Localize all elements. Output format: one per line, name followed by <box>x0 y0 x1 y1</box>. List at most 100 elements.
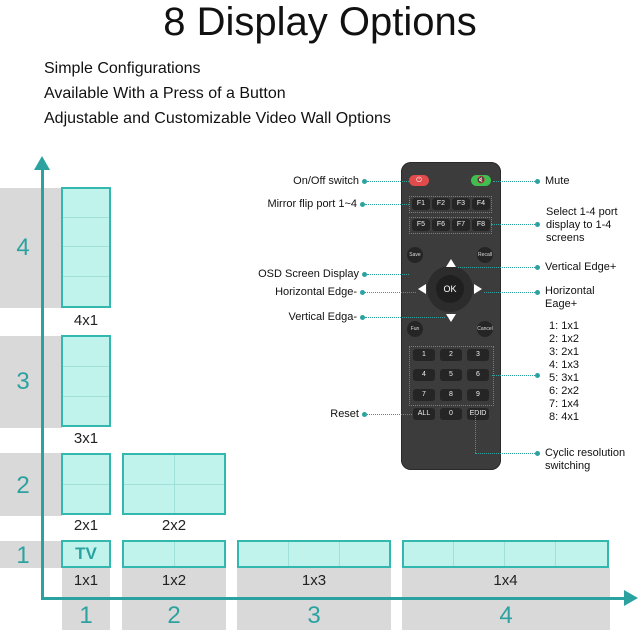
callout-dot <box>362 179 367 184</box>
callout-dot <box>360 290 365 295</box>
num-7-button[interactable]: 7 <box>413 389 435 401</box>
f3-button[interactable]: F3 <box>452 198 470 210</box>
mode-item: 7: 1x4 <box>549 398 579 410</box>
row-band-3 <box>0 336 62 428</box>
col-number-3: 3 <box>307 602 321 629</box>
screen-1x2 <box>122 540 226 568</box>
f6-button[interactable]: F6 <box>432 219 450 231</box>
num-1-button[interactable]: 1 <box>413 349 435 361</box>
mirror-keys-highlight <box>409 196 492 213</box>
f5-button[interactable]: F5 <box>412 219 430 231</box>
f7-button[interactable]: F7 <box>452 219 470 231</box>
callout-cyclic: Cyclic resolution switching <box>545 447 640 473</box>
callout-osd: OSD Screen Display <box>258 268 359 280</box>
num-6-button[interactable]: 6 <box>467 369 489 381</box>
label-3x1: 3x1 <box>73 430 99 447</box>
y-axis <box>41 168 44 600</box>
down-arrow-icon[interactable] <box>446 314 456 322</box>
x-axis <box>41 597 626 600</box>
f4-button[interactable]: F4 <box>472 198 490 210</box>
fun-button[interactable]: Fun <box>407 321 423 337</box>
callout-dot <box>360 315 365 320</box>
callout-select-line-3: screens <box>546 232 585 244</box>
col-number-1: 1 <box>79 602 93 629</box>
callout-line <box>493 181 535 182</box>
f1-button[interactable]: F1 <box>412 198 430 210</box>
f8-button[interactable]: F8 <box>472 219 490 231</box>
callout-line <box>458 267 535 268</box>
callout-reset: Reset <box>330 408 359 420</box>
number-keys-highlight <box>409 346 494 406</box>
callout-select: Select 1-4 port display to 1-4 screens <box>546 206 638 245</box>
mode-item: 5: 3x1 <box>549 372 579 384</box>
mute-button[interactable]: 🔇 <box>471 175 491 186</box>
mute-icon: 🔇 <box>476 177 486 184</box>
callout-vertical-edge-minus: Vertical Edga- <box>288 311 357 323</box>
callout-line <box>475 453 535 454</box>
label-1x3: 1x3 <box>301 572 327 589</box>
callout-dot <box>535 222 540 227</box>
power-button[interactable]: ⏻ <box>409 175 429 186</box>
col-number-2: 2 <box>167 602 181 629</box>
callout-cyclic-line-1: Cyclic resolution <box>545 447 626 459</box>
up-arrow-icon[interactable] <box>446 259 456 267</box>
mode-list: 1: 1x1 2: 1x2 3: 2x1 4: 1x3 5: 3x1 6: 2x… <box>549 320 609 424</box>
mode-item: 4: 1x3 <box>549 359 579 371</box>
feature-line-1: Simple Configurations <box>44 60 201 77</box>
screen-2x2 <box>122 453 226 515</box>
recall-button[interactable]: Recall <box>477 247 493 263</box>
label-1x1: 1x1 <box>73 572 99 589</box>
callout-dot <box>535 451 540 456</box>
row-number-3: 3 <box>16 368 30 395</box>
mode-item: 2: 1x2 <box>549 333 579 345</box>
num-2-button[interactable]: 2 <box>440 349 462 361</box>
callout-horizontal-edge-plus-line-2: Eage+ <box>545 298 578 310</box>
callout-select-line-2: display to 1-4 <box>546 219 612 231</box>
label-1x2: 1x2 <box>161 572 187 589</box>
num-5-button[interactable]: 5 <box>440 369 462 381</box>
ok-button[interactable]: OK <box>436 275 464 303</box>
screen-1x1: TV <box>61 540 111 568</box>
num-9-button[interactable]: 9 <box>467 389 489 401</box>
callout-on-off: On/Off switch <box>293 175 359 187</box>
callout-line <box>365 292 416 293</box>
callout-horizontal-edge-minus: Horizontal Edge- <box>275 286 357 298</box>
feature-line-3: Adjustable and Customizable Video Wall O… <box>44 110 391 127</box>
callout-line <box>367 181 409 182</box>
screen-1x4 <box>402 540 609 568</box>
power-icon: ⏻ <box>416 177 422 184</box>
num-8-button[interactable]: 8 <box>440 389 462 401</box>
callout-line <box>367 274 409 275</box>
callout-line <box>492 375 535 376</box>
remote-control: ⏻ 🔇 F1 F2 F3 F4 F5 F6 F7 F8 Save Recall … <box>401 162 501 470</box>
callout-dot <box>362 272 367 277</box>
y-axis-arrow <box>34 156 50 170</box>
mode-item: 3: 2x1 <box>549 346 579 358</box>
label-2x2: 2x2 <box>161 517 187 534</box>
left-arrow-icon[interactable] <box>418 284 426 294</box>
save-button[interactable]: Save <box>407 247 423 263</box>
callout-line <box>365 317 445 318</box>
callout-horizontal-edge-plus-line-1: Horizontal <box>545 285 595 297</box>
callout-dot <box>535 179 540 184</box>
row-band-1 <box>0 541 62 568</box>
col-number-4: 4 <box>499 602 513 629</box>
cancel-button[interactable]: Cancel <box>477 321 493 337</box>
label-2x1: 2x1 <box>73 517 99 534</box>
select-keys-highlight <box>409 217 492 234</box>
edid-button[interactable]: EDID <box>467 408 489 420</box>
callout-dot <box>360 202 365 207</box>
row-number-4: 4 <box>16 234 30 261</box>
callout-horizontal-edge-plus: Horizontal Eage+ <box>545 285 637 311</box>
callout-line <box>484 292 535 293</box>
right-arrow-icon[interactable] <box>474 284 482 294</box>
callout-dot <box>535 265 540 270</box>
callout-vertical-edge-plus: Vertical Edge+ <box>545 261 617 273</box>
all-button[interactable]: ALL <box>413 408 435 420</box>
zero-button[interactable]: 0 <box>440 408 462 420</box>
callout-line <box>475 414 476 453</box>
num-4-button[interactable]: 4 <box>413 369 435 381</box>
f2-button[interactable]: F2 <box>432 198 450 210</box>
num-3-button[interactable]: 3 <box>467 349 489 361</box>
callout-cyclic-line-2: switching <box>545 460 591 472</box>
